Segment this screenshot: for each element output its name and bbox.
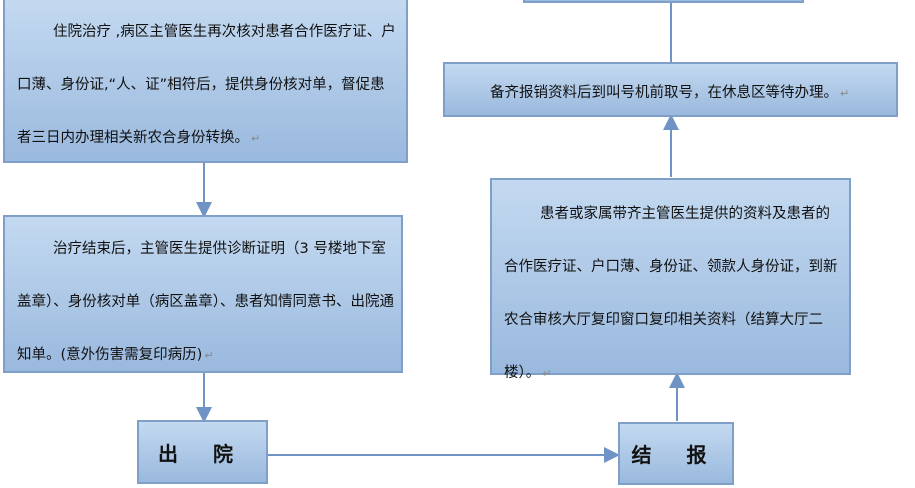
treatment-end-text: 治疗结束后，主管医生提供诊断证明（3 号楼地下室盖章）、身份核对单（病区盖章）、… bbox=[17, 241, 394, 363]
queue-text: 备齐报销资料后到叫号机前取号，在休息区等待办理。 bbox=[490, 85, 838, 101]
settlement-box: 结 报 bbox=[618, 422, 734, 485]
paragraph-mark: ↵ bbox=[251, 132, 261, 145]
copy-documents-box: 患者或家属带齐主管医生提供的资料及患者的合作医疗证、户口薄、身份证、领款人身份证… bbox=[490, 178, 851, 381]
admission-box: 住院治疗 ,病区主管医生再次核对患者合作医疗证、户口薄、身份证,“人、证”相符后… bbox=[3, 0, 408, 163]
copy-documents-text: 患者或家属带齐主管医生提供的资料及患者的合作医疗证、户口薄、身份证、领款人身份证… bbox=[504, 206, 838, 381]
settlement-label: 结 报 bbox=[631, 443, 721, 467]
paragraph-mark: ↵ bbox=[840, 87, 850, 100]
paragraph-mark: ↵ bbox=[204, 349, 214, 362]
discharge-label: 出 院 bbox=[158, 441, 247, 466]
admission-text: 住院治疗 ,病区主管医生再次核对患者合作医疗证、户口薄、身份证,“人、证”相符后… bbox=[17, 24, 396, 146]
top-partial-box bbox=[523, 0, 804, 3]
paragraph-mark: ↵ bbox=[542, 367, 552, 380]
discharge-box: 出 院 bbox=[137, 420, 268, 484]
queue-box: 备齐报销资料后到叫号机前取号，在休息区等待办理。↵ bbox=[443, 62, 898, 117]
treatment-end-box: 治疗结束后，主管医生提供诊断证明（3 号楼地下室盖章）、身份核对单（病区盖章）、… bbox=[3, 215, 403, 373]
